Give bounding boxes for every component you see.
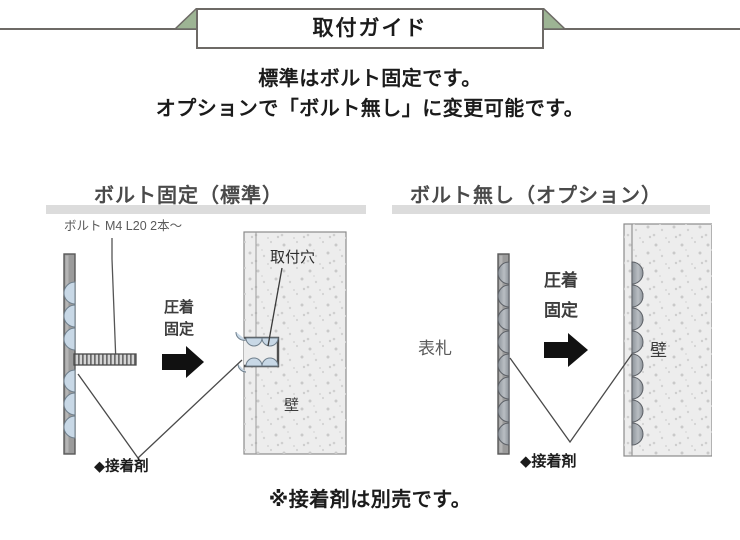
lead-text-block: 標準はボルト固定です。 オプションで「ボルト無し」に変更可能です。 <box>0 64 740 124</box>
mounting-hole-leader <box>267 267 283 347</box>
section-underline-bar-left <box>46 205 366 214</box>
wall-label-left: 壁 <box>284 397 299 414</box>
mounting-hole <box>235 331 280 373</box>
diagram-bolt-fixed: ボルト M4 L20 2本〜 圧着 固定 <box>46 214 366 474</box>
banner-right-accent-triangle <box>543 8 565 29</box>
adhesive-beads-plate <box>63 281 76 439</box>
press-label-right: 圧着 <box>544 270 578 290</box>
fix-label-right: 固定 <box>544 300 578 320</box>
nameplate-label: 表札 <box>418 339 452 358</box>
press-label-left: 圧着 <box>164 298 194 316</box>
lead-line-1: 標準はボルト固定です。 <box>258 68 482 90</box>
adhesive-label-right: ◆接着剤 <box>520 452 577 470</box>
nameplate-highlight-right <box>499 255 503 453</box>
nameplate-highlight <box>65 255 69 453</box>
footnote-text: ※接着剤は別売です。 <box>268 489 472 511</box>
section-heading-no-bolt: ボルト無し（オプション） <box>392 168 710 214</box>
section-underline-bar-right <box>392 205 710 214</box>
adhesive-label-left: ◆接着剤 <box>94 457 149 474</box>
section-title-bolt-fixed: ボルト固定（標準） <box>94 185 283 207</box>
adhesive-leader-left <box>77 359 243 459</box>
adhesive-beads-plate-right <box>497 261 510 446</box>
page-title: 取付ガイド <box>312 17 428 40</box>
section-title-no-bolt: ボルト無し（オプション） <box>410 185 662 207</box>
lead-line-2: オプションで「ボルト無し」に変更可能です。 <box>155 98 585 120</box>
banner-left-accent-triangle <box>175 8 197 29</box>
press-arrow-left <box>162 346 204 378</box>
diagram-no-bolt: 表札 圧着 固定 壁 <box>392 214 712 474</box>
fix-label-left: 固定 <box>164 320 194 338</box>
adhesive-beads-wall-right <box>631 261 644 446</box>
wall-block-left <box>243 231 347 455</box>
wall-label-right: 壁 <box>650 341 667 360</box>
bolt-callout-leader <box>111 238 117 365</box>
page-header-banner: 取付ガイド <box>0 0 740 58</box>
adhesive-leader-right <box>509 353 633 444</box>
banner-title-box: 取付ガイド <box>196 8 544 49</box>
section-heading-bolt-fixed: ボルト固定（標準） <box>46 168 366 214</box>
press-arrow-right <box>544 333 588 367</box>
bolt-shaft <box>73 353 137 366</box>
bolt-callout-label: ボルト M4 L20 2本〜 <box>64 219 182 233</box>
mounting-hole-label: 取付穴 <box>270 249 315 266</box>
